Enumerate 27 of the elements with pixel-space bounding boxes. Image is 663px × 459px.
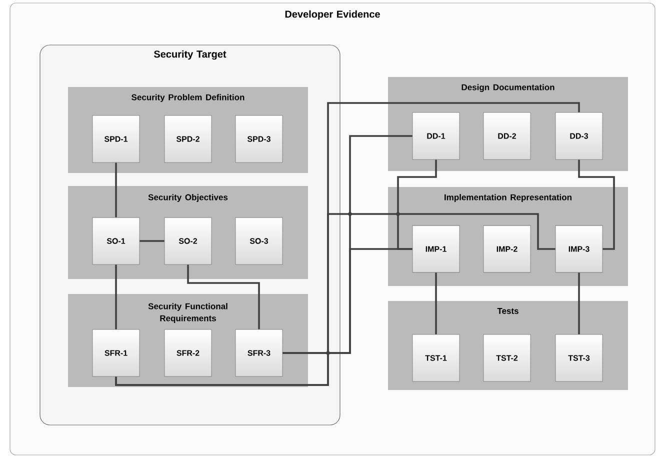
item-box: DD-3 <box>555 112 603 160</box>
item-box: IMP-3 <box>555 225 603 273</box>
item-box: DD-2 <box>483 112 531 160</box>
item-box: DD-1 <box>412 112 460 160</box>
item-box: IMP-1 <box>412 225 460 273</box>
connector-line <box>435 272 437 334</box>
item-box: SO-3 <box>235 217 283 265</box>
connector-line <box>115 264 117 330</box>
item-box: TST-1 <box>412 334 460 382</box>
item-box: SFR-3 <box>235 329 283 377</box>
connector-line <box>578 272 580 334</box>
connector-line <box>115 213 556 386</box>
connector-line <box>187 264 260 330</box>
item-box: SFR-2 <box>164 329 212 377</box>
item-box: SPD-1 <box>92 115 140 163</box>
item-box: SFR-1 <box>92 329 140 377</box>
item-box: SPD-2 <box>164 115 212 163</box>
item-box: TST-3 <box>555 334 603 382</box>
item-box: SO-2 <box>164 217 212 265</box>
connector-line <box>140 240 164 242</box>
connector-line <box>578 160 615 250</box>
item-box: TST-2 <box>483 334 531 382</box>
item-box: SO-1 <box>92 217 140 265</box>
connector-line <box>115 162 117 218</box>
connector-line <box>397 160 437 250</box>
item-box: SPD-3 <box>235 115 283 163</box>
item-box: IMP-2 <box>483 225 531 273</box>
